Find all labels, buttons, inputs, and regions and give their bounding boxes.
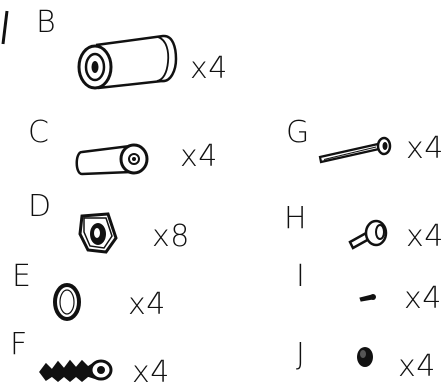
tiny-pin-icon — [358, 290, 378, 304]
part-b-letter: B — [36, 8, 56, 38]
part-i-letter: I — [296, 262, 305, 292]
short-screw-icon — [346, 216, 396, 252]
part-i-quantity: x4 — [404, 284, 442, 314]
part-e-quantity: x4 — [128, 290, 166, 320]
part-h-letter: H — [284, 204, 307, 234]
part-h-quantity: x4 — [406, 222, 444, 252]
round-cap-icon — [354, 344, 376, 370]
cropped-edge-mark — [0, 8, 10, 48]
part-f-quantity: x4 — [132, 358, 170, 388]
part-j-quantity: x4 — [398, 352, 436, 382]
small-barrel-nut-icon — [72, 136, 152, 180]
long-bolt-icon — [316, 130, 396, 166]
part-d-letter: D — [28, 192, 51, 222]
cam-lock-icon — [74, 210, 124, 256]
part-g-quantity: x4 — [406, 134, 444, 164]
part-g-letter: G — [286, 118, 309, 148]
part-b-quantity: x4 — [190, 54, 228, 84]
part-c-letter: C — [28, 118, 49, 148]
wall-plug-icon — [36, 354, 116, 384]
part-e-letter: E — [12, 262, 31, 292]
large-barrel-nut-icon — [70, 32, 180, 94]
part-c-quantity: x4 — [180, 142, 218, 172]
ring-icon — [50, 280, 84, 324]
part-j-letter: J — [296, 340, 305, 370]
part-f-letter: F — [10, 330, 27, 360]
part-d-quantity: x8 — [152, 222, 190, 252]
